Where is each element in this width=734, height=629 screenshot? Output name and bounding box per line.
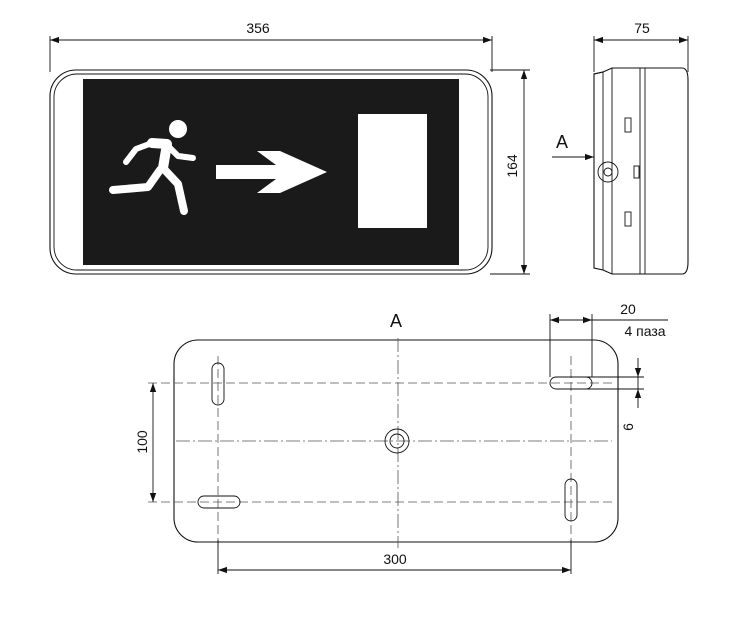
dimension-hole-spacing-v: 100	[134, 430, 150, 454]
mounting-slot	[564, 478, 578, 522]
mounting-slot	[549, 376, 593, 390]
front-housing-inner	[53, 73, 489, 271]
dimension-depth: 75	[634, 20, 650, 36]
running-man-icon	[109, 120, 196, 215]
rear-view-label: A	[390, 311, 402, 331]
side-housing	[593, 67, 689, 275]
dimension-height: 164	[504, 154, 520, 178]
mounting-slot	[211, 362, 225, 406]
mounting-slot	[197, 495, 241, 509]
dimension-width: 356	[246, 20, 270, 36]
dimension-hole-spacing-h: 300	[383, 551, 407, 567]
center-hole	[384, 428, 410, 454]
rear-view: A 300 100 20 4 паза	[134, 301, 668, 574]
door-icon	[358, 114, 427, 228]
side-view: A 75	[552, 20, 689, 275]
view-marker: A	[556, 132, 568, 152]
arrow-right-icon	[216, 151, 327, 193]
front-view: 356 164	[49, 20, 530, 275]
dimension-slot-length: 20	[620, 301, 636, 317]
slot-count-note: 4 паза	[624, 323, 665, 339]
dimension-slot-width: 6	[620, 423, 636, 431]
